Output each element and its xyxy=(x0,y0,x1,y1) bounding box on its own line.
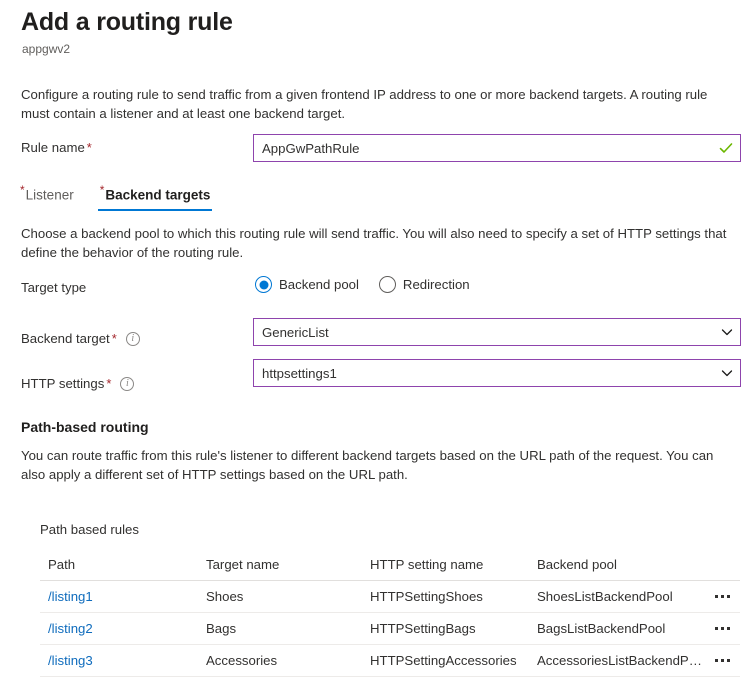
table-row: /listing1 Shoes HTTPSettingShoes ShoesLi… xyxy=(40,581,740,613)
info-icon[interactable]: i xyxy=(125,331,140,346)
more-options-icon[interactable] xyxy=(712,591,733,602)
radio-backend-pool-label: Backend pool xyxy=(279,277,359,292)
rule-name-input[interactable]: AppGwPathRule xyxy=(253,134,741,162)
cell-path: /listing1 xyxy=(40,589,206,604)
table-header-row: Path Target name HTTP setting name Backe… xyxy=(40,549,740,581)
table-row: /listing2 Bags HTTPSettingBags BagsListB… xyxy=(40,613,740,645)
path-based-routing-title: Path-based routing xyxy=(21,419,149,435)
cell-actions xyxy=(706,591,740,602)
page-title: Add a routing rule xyxy=(21,8,233,36)
cell-target-name: Shoes xyxy=(206,589,244,604)
column-header-target-name: Target name xyxy=(206,557,280,572)
table-row: /listing3 Accessories HTTPSettingAccesso… xyxy=(40,645,740,677)
column-header-backend-pool: Backend pool xyxy=(537,557,617,572)
rule-name-label-text: Rule name xyxy=(21,140,85,155)
rule-name-label: Rule name* xyxy=(21,140,92,155)
radio-backend-pool-dot xyxy=(255,276,272,293)
http-settings-value: httpsettings1 xyxy=(262,365,337,381)
radio-redirection-label: Redirection xyxy=(402,277,470,292)
http-settings-dropdown[interactable]: httpsettings1 xyxy=(253,359,741,387)
tab-bar: *Listener *Backend targets xyxy=(18,183,213,213)
required-asterisk: * xyxy=(106,376,112,391)
target-type-label: Target type xyxy=(21,280,87,295)
path-based-rules-caption: Path based rules xyxy=(40,522,139,537)
backend-targets-description: Choose a backend pool to which this rout… xyxy=(21,226,727,260)
more-options-icon[interactable] xyxy=(712,655,733,666)
column-header-http-setting-name: HTTP setting name xyxy=(370,557,484,572)
cell-actions xyxy=(706,655,740,666)
cell-http-setting-name: HTTPSettingBags xyxy=(370,621,476,636)
path-link[interactable]: /listing1 xyxy=(48,589,93,604)
chevron-down-icon xyxy=(721,329,733,336)
backend-target-dropdown[interactable]: GenericList xyxy=(253,318,741,346)
cell-actions xyxy=(706,623,740,634)
intro-description: Configure a routing rule to send traffic… xyxy=(21,87,708,121)
radio-backend-pool[interactable]: Backend pool xyxy=(255,276,359,293)
radio-redirection[interactable]: Redirection xyxy=(378,276,470,293)
cell-backend-pool: BagsListBackendPool xyxy=(537,621,666,636)
backend-target-label: Backend target* i xyxy=(21,331,140,346)
backend-target-label-text: Backend target xyxy=(21,331,110,346)
green-check-icon xyxy=(719,143,733,153)
path-link[interactable]: /listing2 xyxy=(48,621,93,636)
cell-target-name: Bags xyxy=(206,621,237,636)
cell-backend-pool: ShoesListBackendPool xyxy=(537,589,673,604)
cell-path: /listing3 xyxy=(40,653,206,668)
backend-target-value: GenericList xyxy=(262,324,329,340)
target-type-radio-group: Backend pool Redirection xyxy=(255,276,470,293)
tab-listener-label: Listener xyxy=(25,187,74,203)
cell-http-setting-name: HTTPSettingShoes xyxy=(370,589,483,604)
cell-path: /listing2 xyxy=(40,621,206,636)
path-link[interactable]: /listing3 xyxy=(48,653,93,668)
resource-subtitle: appgwv2 xyxy=(22,42,71,56)
cell-http-setting-name: HTTPSettingAccessories xyxy=(370,653,517,668)
radio-redirection-dot xyxy=(378,276,396,293)
cell-backend-pool: AccessoriesListBackendP… xyxy=(537,653,702,668)
path-based-routing-description: You can route traffic from this rule's l… xyxy=(21,448,714,482)
chevron-down-icon xyxy=(721,370,733,377)
info-icon[interactable]: i xyxy=(120,376,135,391)
tab-backend-targets-label: Backend targets xyxy=(105,187,211,203)
required-asterisk: * xyxy=(86,140,92,155)
rule-name-value: AppGwPathRule xyxy=(262,140,360,156)
http-settings-label: HTTP settings* i xyxy=(21,376,135,391)
cell-target-name: Accessories xyxy=(206,653,278,668)
tab-listener[interactable]: *Listener xyxy=(18,183,76,213)
required-asterisk: * xyxy=(111,331,117,346)
tab-backend-targets[interactable]: *Backend targets xyxy=(97,183,213,213)
http-settings-label-text: HTTP settings xyxy=(21,376,105,391)
path-based-rules-table: Path Target name HTTP setting name Backe… xyxy=(40,549,740,677)
column-header-path: Path xyxy=(48,557,76,572)
tab-backend-targets-asterisk: * xyxy=(99,183,105,197)
more-options-icon[interactable] xyxy=(712,623,733,634)
tab-listener-asterisk: * xyxy=(20,183,25,197)
